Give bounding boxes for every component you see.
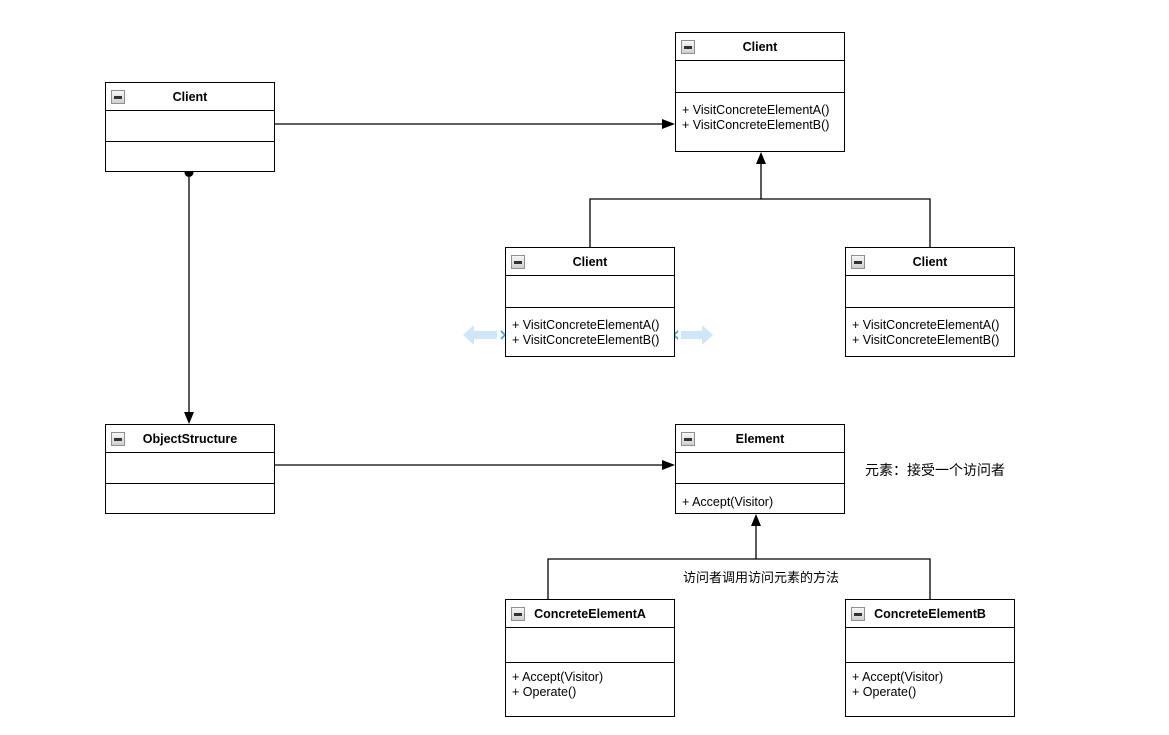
arrowhead-icon (756, 152, 766, 164)
annotation-visitor-note[interactable]: 访问者调用访问元素的方法 (683, 570, 840, 585)
hover-direction-arrow-right-icon[interactable] (681, 325, 713, 345)
methods-section: + VisitConcreteElementA() + VisitConcret… (846, 308, 1014, 356)
methods-section: + Accept(Visitor) + Operate() (506, 663, 674, 716)
methods-section: + VisitConcreteElementA() + VisitConcret… (676, 93, 844, 151)
attributes-section (106, 111, 274, 142)
attributes-section (676, 453, 844, 484)
methods-section: + Accept(Visitor) + Operate() (846, 663, 1014, 716)
collapse-icon[interactable] (511, 606, 525, 621)
method-item: + VisitConcreteElementB() (852, 333, 1000, 347)
collapse-icon[interactable] (511, 254, 525, 269)
attributes-section (846, 628, 1014, 663)
class-title: Client (742, 39, 778, 54)
class-title: ObjectStructure (142, 431, 238, 446)
generalization-tree-elements[interactable] (547, 514, 931, 599)
attributes-section (846, 276, 1014, 308)
association-edge-objectstructure-to-element[interactable] (275, 460, 675, 470)
methods-section: + Accept(Visitor) (676, 484, 844, 513)
method-item: + VisitConcreteElementA() (852, 318, 1000, 332)
class-box-concrete-element-a[interactable]: ConcreteElementA + Accept(Visitor) + Ope… (505, 599, 675, 717)
attributes-section (506, 276, 674, 308)
method-item: + Accept(Visitor) (682, 495, 774, 509)
method-item: + VisitConcreteElementB() (512, 333, 660, 347)
attributes-section (506, 628, 674, 663)
class-title: ConcreteElementA (534, 606, 646, 621)
class-title: Element (735, 431, 785, 446)
class-box-client-top-left[interactable]: Client (105, 82, 275, 172)
method-item: + Operate() (512, 685, 577, 699)
collapse-icon[interactable] (111, 431, 125, 446)
method-item: + VisitConcreteElementA() (512, 318, 660, 332)
methods-section (106, 484, 274, 513)
class-box-objectstructure[interactable]: ObjectStructure (105, 424, 275, 514)
collapse-icon[interactable] (681, 39, 695, 54)
class-box-client-mid-right[interactable]: Client + VisitConcreteElementA() + Visit… (845, 247, 1015, 357)
arrowhead-icon (662, 119, 675, 129)
method-item: + VisitConcreteElementA() (682, 103, 830, 117)
class-title: Client (912, 254, 948, 269)
association-edge-client-to-client[interactable] (275, 119, 675, 129)
collapse-icon[interactable] (111, 89, 125, 104)
class-title: Client (172, 89, 208, 104)
class-box-element[interactable]: Element + Accept(Visitor) (675, 424, 845, 514)
attributes-section (676, 61, 844, 93)
class-title: ConcreteElementB (874, 606, 986, 621)
generalization-tree-clients[interactable] (589, 152, 931, 247)
method-item: + Accept(Visitor) (512, 670, 604, 684)
collapse-icon[interactable] (851, 254, 865, 269)
class-title: Client (572, 254, 608, 269)
attributes-section (106, 453, 274, 484)
method-item: + Operate() (852, 685, 917, 699)
hover-direction-arrow-left-icon[interactable] (463, 325, 497, 345)
arrowhead-icon (751, 514, 761, 526)
class-box-client-mid-left[interactable]: Client + VisitConcreteElementA() + Visit… (505, 247, 675, 357)
arrowhead-icon (662, 460, 675, 470)
annotation-element-note[interactable]: 元素：接受一个访问者 (865, 462, 1005, 478)
methods-section (106, 142, 274, 171)
method-item: + Accept(Visitor) (852, 670, 944, 684)
arrowhead-icon (184, 412, 194, 424)
composition-edge-client-to-objectstructure[interactable] (184, 168, 194, 424)
collapse-icon[interactable] (851, 606, 865, 621)
method-item: + VisitConcreteElementB() (682, 118, 830, 132)
class-box-client-top-center[interactable]: Client + VisitConcreteElementA() + Visit… (675, 32, 845, 152)
methods-section: + VisitConcreteElementA() + VisitConcret… (506, 308, 674, 356)
class-box-concrete-element-b[interactable]: ConcreteElementB + Accept(Visitor) + Ope… (845, 599, 1015, 717)
collapse-icon[interactable] (681, 431, 695, 446)
